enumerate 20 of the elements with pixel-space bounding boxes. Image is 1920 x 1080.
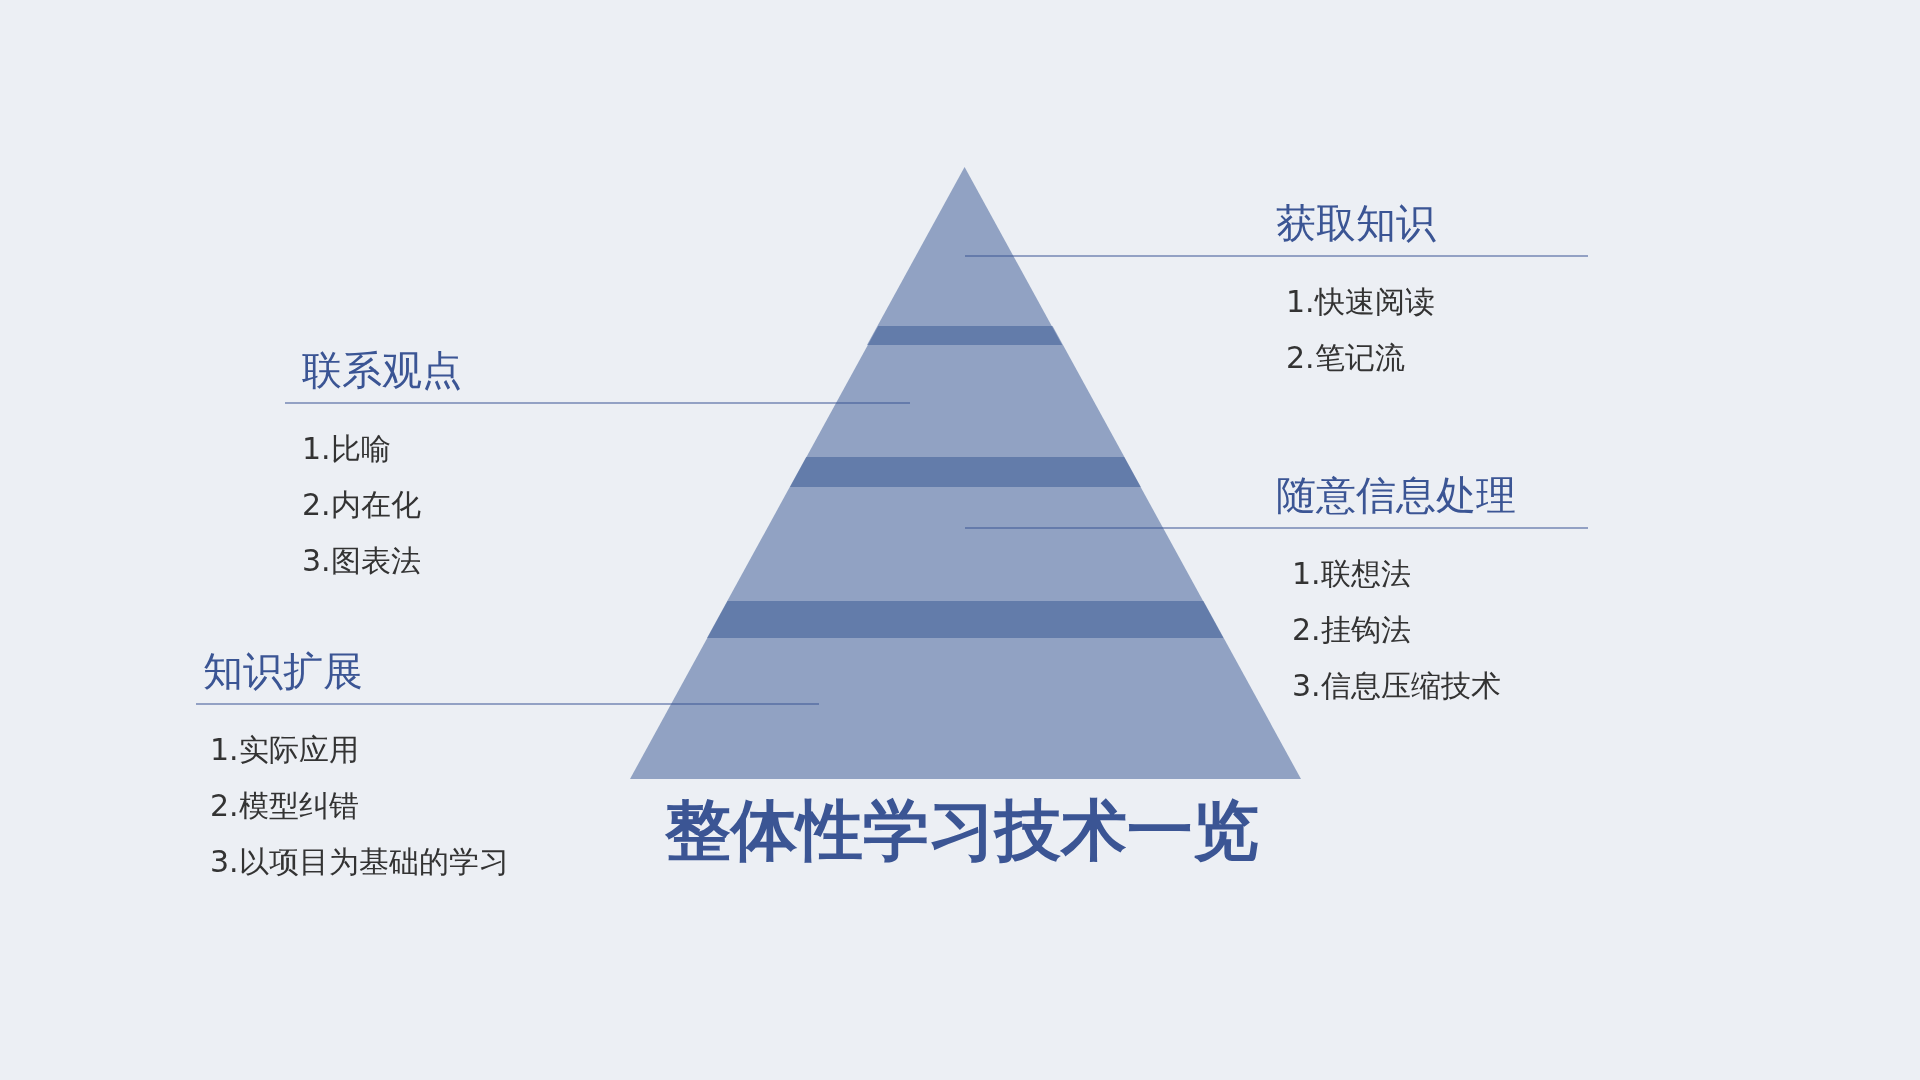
list-item: 1.实际应用 <box>210 732 359 767</box>
diagram-title: 整体性学习技术一览 <box>665 792 1259 869</box>
list-item: 1.联想法 <box>1292 556 1411 591</box>
list-item: 2.笔记流 <box>1286 340 1405 375</box>
leader-line <box>195 703 820 705</box>
list-item: 2.模型纠错 <box>210 788 359 823</box>
leader-line <box>964 255 1589 257</box>
list-item: 2.挂钩法 <box>1292 612 1411 647</box>
leader-line <box>964 527 1589 529</box>
list-item: 2.内在化 <box>302 487 421 522</box>
section-heading: 获取知识 <box>1276 200 1436 246</box>
leader-line <box>284 402 911 404</box>
section-heading: 联系观点 <box>302 347 462 393</box>
list-item: 3.图表法 <box>302 543 421 578</box>
section-heading: 知识扩展 <box>203 648 363 694</box>
list-item: 3.以项目为基础的学习 <box>210 844 509 879</box>
section-heading: 随意信息处理 <box>1276 472 1516 518</box>
list-item: 3.信息压缩技术 <box>1292 668 1501 703</box>
list-item: 1.快速阅读 <box>1286 284 1435 319</box>
list-item: 1.比喻 <box>302 431 391 466</box>
